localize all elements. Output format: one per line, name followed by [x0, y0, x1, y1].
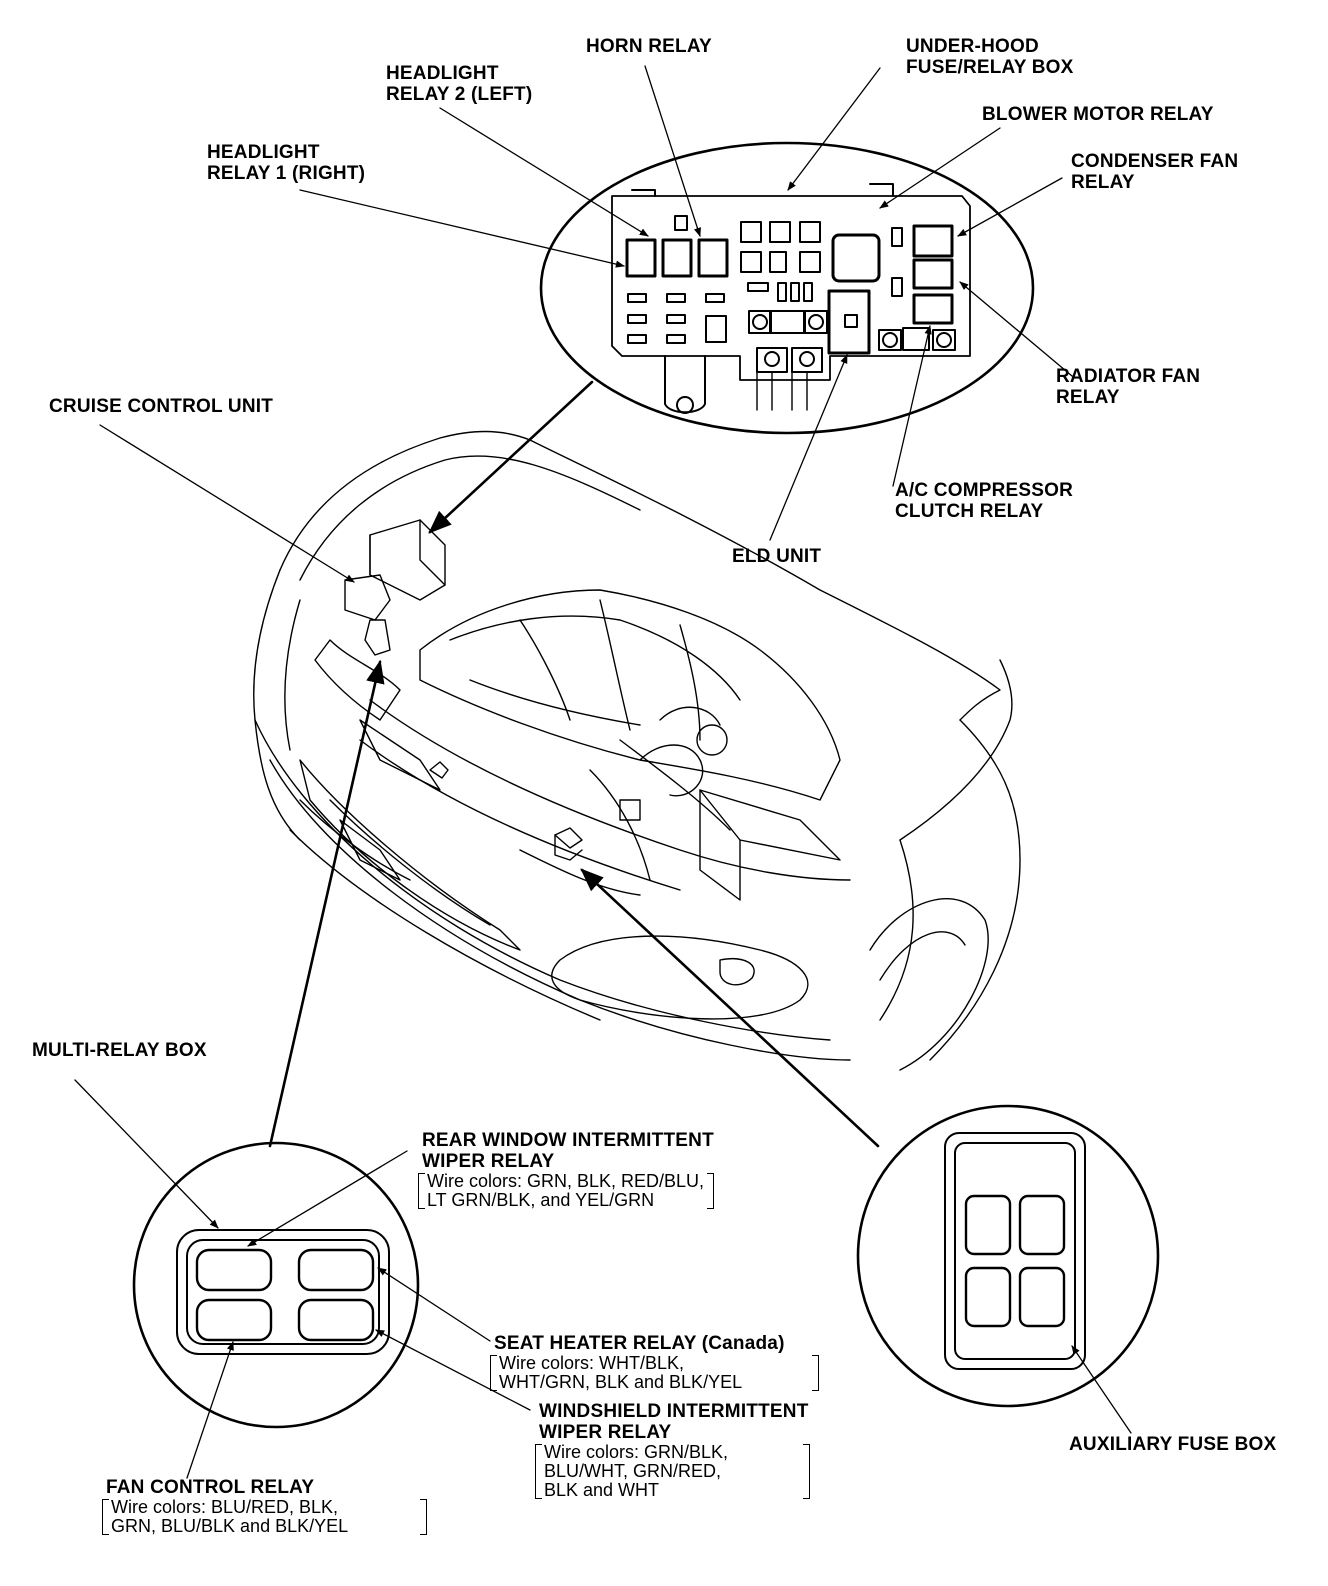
headlight-relay-2-label: HEADLIGHT RELAY 2 (LEFT) — [386, 63, 533, 105]
eld-unit-label: ELD UNIT — [732, 546, 822, 567]
rear-window-wiper-relay-wire-colors: Wire colors: GRN, BLK, RED/BLU, LT GRN/B… — [418, 1172, 715, 1210]
radiator-fan-relay-label: RADIATOR FAN RELAY — [1056, 366, 1201, 408]
connector-arrows — [268, 380, 880, 1148]
car-outline — [253, 430, 1021, 1071]
windshield-wiper-relay-title: WINDSHIELD INTERMITTENT WIPER RELAY — [539, 1401, 809, 1443]
multi-relay-box-detail — [132, 1141, 420, 1429]
rear-window-wiper-relay-title: REAR WINDOW INTERMITTENT WIPER RELAY — [422, 1130, 714, 1172]
cruise-control-unit-label: CRUISE CONTROL UNIT — [49, 396, 274, 417]
underhood-fuse-relay-box-label: UNDER-HOOD FUSE/RELAY BOX — [906, 36, 1074, 78]
fan-control-relay-wire-colors: Wire colors: BLU/RED, BLK, GRN, BLU/BLK … — [102, 1498, 427, 1536]
condenser-fan-relay-label: CONDENSER FAN RELAY — [1071, 151, 1239, 193]
horn-relay-label: HORN RELAY — [586, 36, 712, 57]
seat-heater-relay-callout: SEAT HEATER RELAY (Canada) Wire colors: … — [490, 1333, 823, 1392]
windshield-wiper-relay-wire-colors: Wire colors: GRN/BLK, BLU/WHT, GRN/RED, … — [535, 1443, 810, 1500]
seat-heater-relay-wire-colors: Wire colors: WHT/BLK, WHT/GRN, BLK and B… — [490, 1354, 819, 1392]
windshield-wiper-relay-callout: WINDSHIELD INTERMITTENT WIPER RELAY Wire… — [535, 1401, 814, 1500]
auxiliary-fuse-box-label: AUXILIARY FUSE BOX — [1069, 1434, 1277, 1455]
fan-control-relay-callout: FAN CONTROL RELAY Wire colors: BLU/RED, … — [102, 1477, 431, 1536]
auxiliary-fuse-box-detail — [856, 1104, 1160, 1408]
multi-relay-box-label: MULTI-RELAY BOX — [32, 1040, 207, 1061]
ac-compressor-clutch-relay-label: A/C COMPRESSOR CLUTCH RELAY — [895, 480, 1074, 522]
underhood-box-detail — [539, 141, 1035, 435]
rear-window-wiper-relay-callout: REAR WINDOW INTERMITTENT WIPER RELAY Wir… — [418, 1130, 718, 1210]
blower-motor-relay-label: BLOWER MOTOR RELAY — [982, 104, 1214, 125]
headlight-relay-1-label: HEADLIGHT RELAY 1 (RIGHT) — [207, 142, 366, 184]
leader-lines — [74, 65, 1132, 1479]
seat-heater-relay-title: SEAT HEATER RELAY (Canada) — [494, 1333, 785, 1354]
fan-control-relay-title: FAN CONTROL RELAY — [106, 1477, 315, 1498]
